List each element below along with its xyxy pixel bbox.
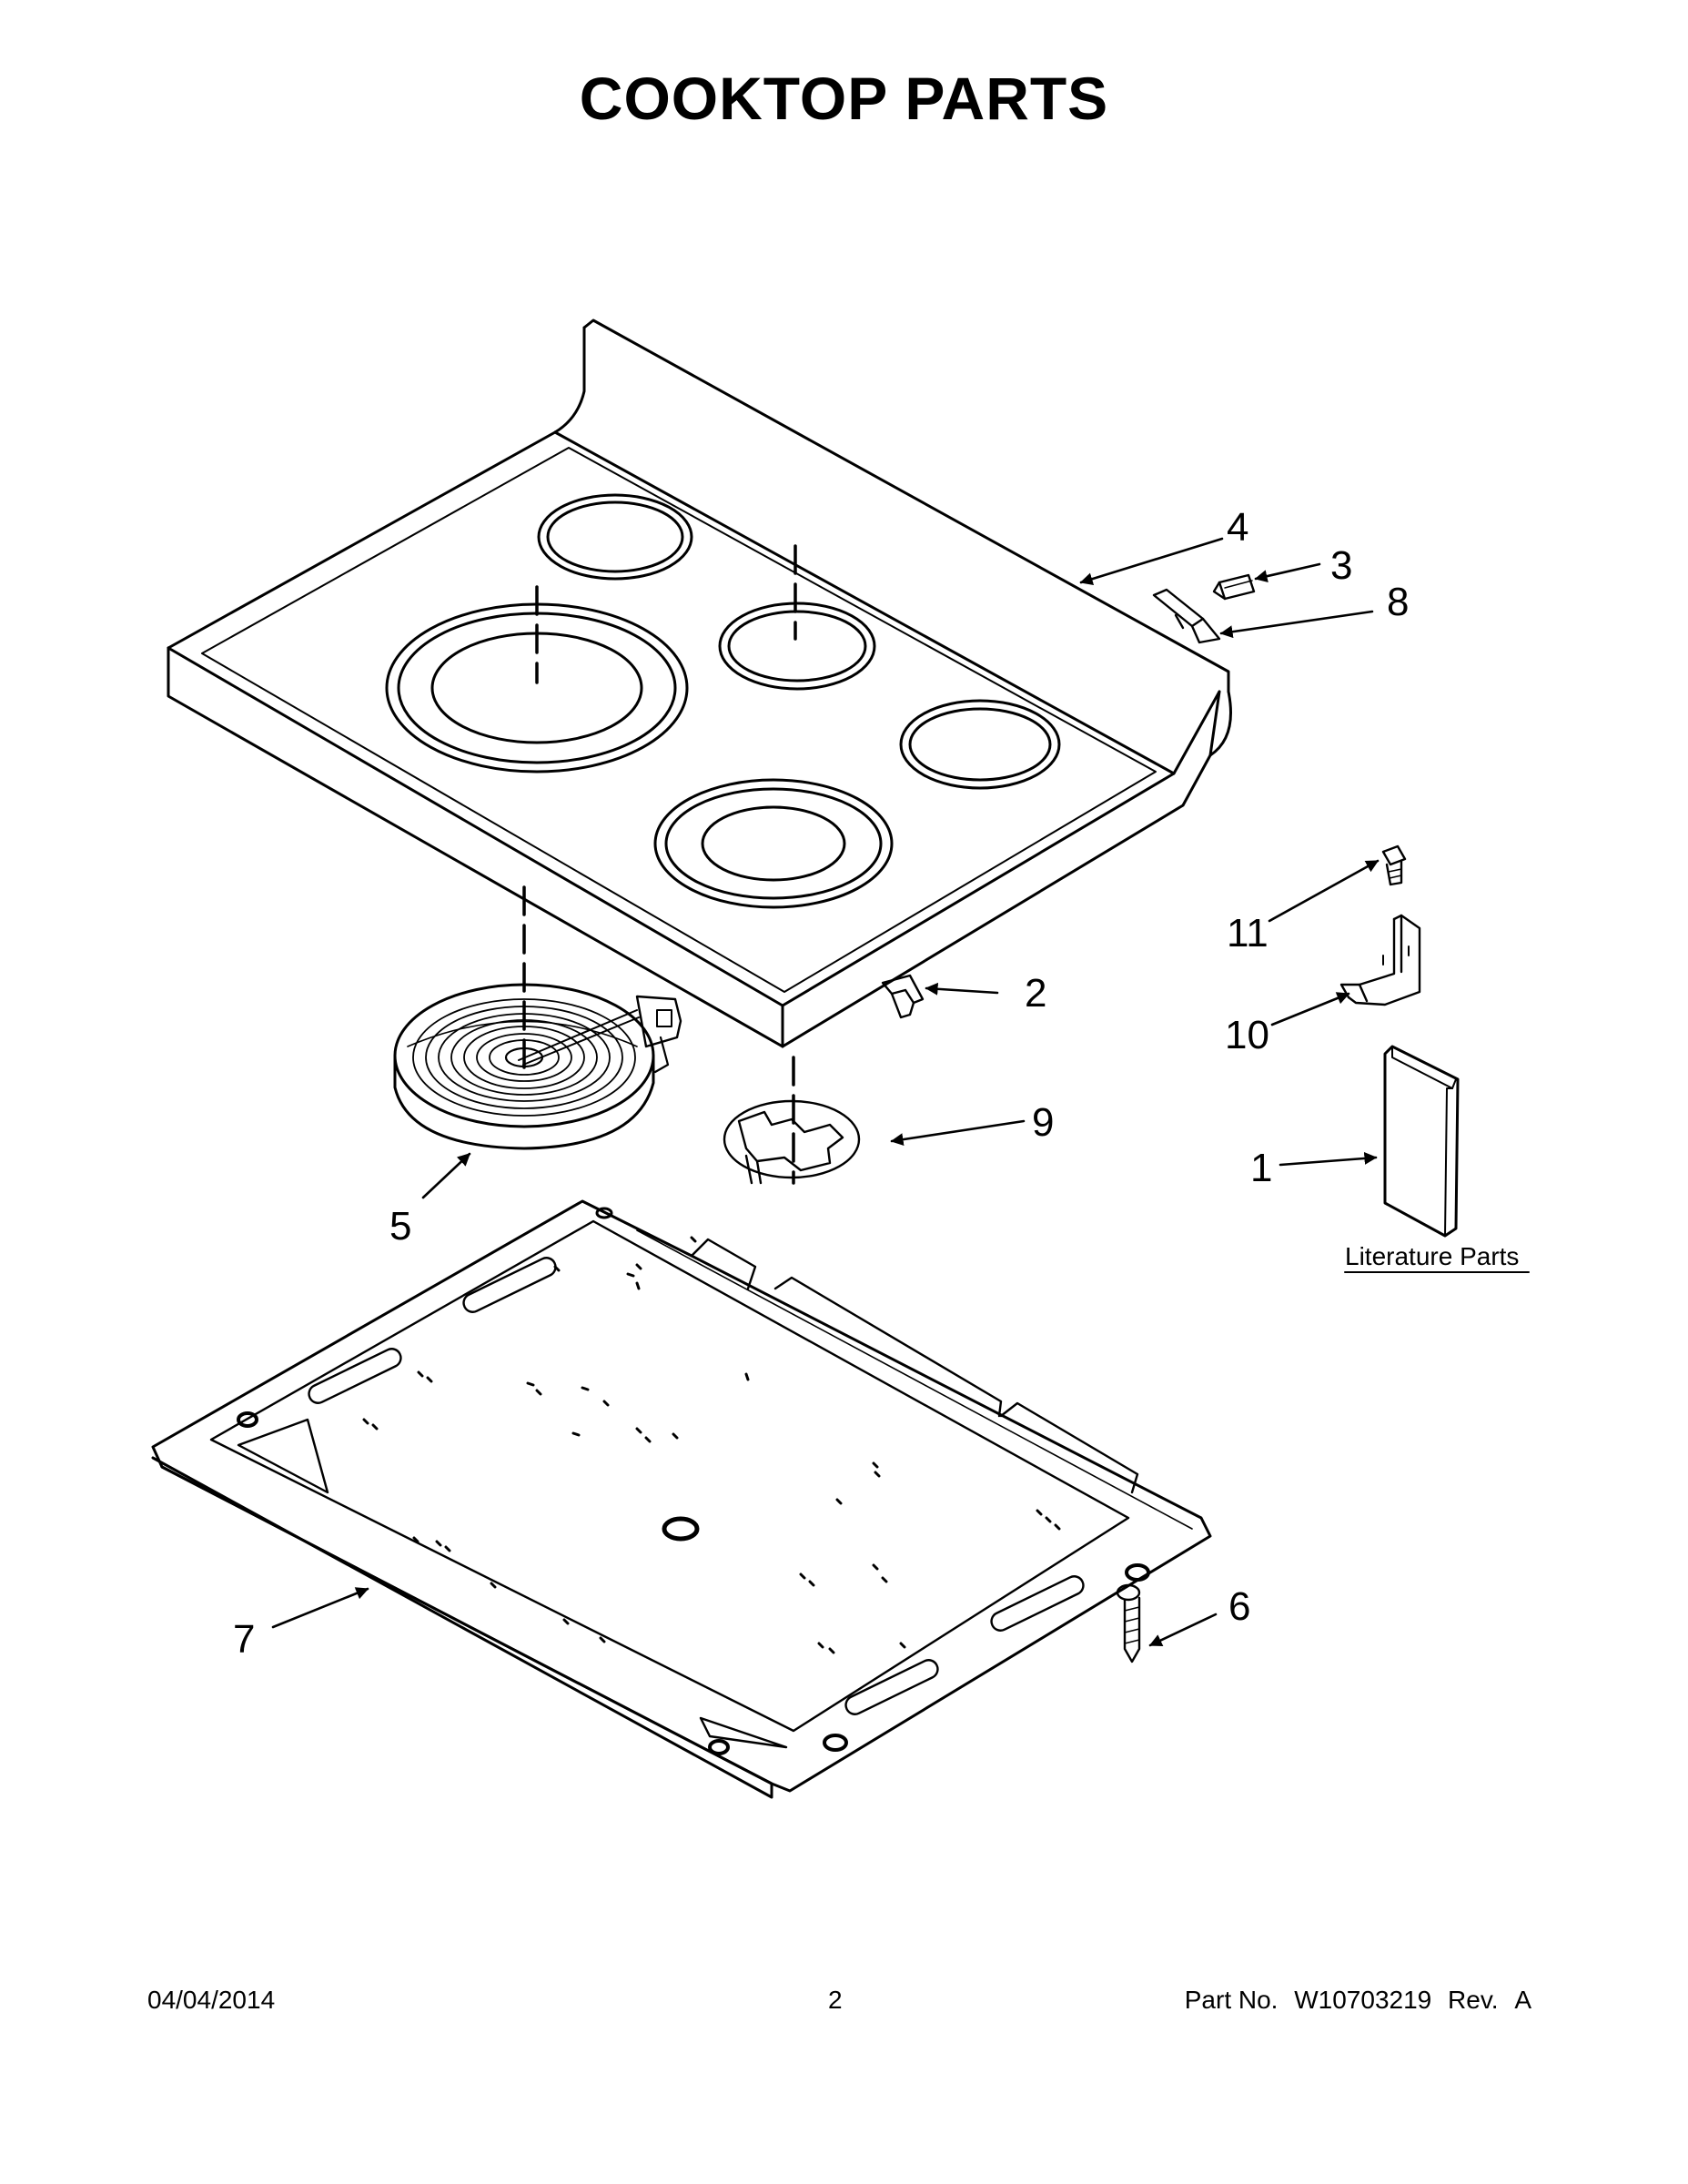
screw-part-3 [1212, 573, 1256, 601]
part-number-label: Part No. [1184, 1986, 1279, 2014]
callout-7: 7 [233, 1617, 255, 1662]
leader-arrows [271, 537, 1380, 1647]
surface-element [393, 983, 682, 1150]
revision-value: A [1514, 1986, 1531, 2014]
callout-9: 9 [1032, 1100, 1054, 1145]
callout-2: 2 [1025, 971, 1046, 1016]
callout-10: 10 [1225, 1013, 1269, 1057]
callout-6: 6 [1228, 1584, 1250, 1629]
screw-part-6 [1116, 1583, 1141, 1663]
bracket-part-10 [1339, 914, 1421, 1006]
callout-4: 4 [1227, 505, 1248, 550]
screw-part-11 [1381, 844, 1407, 886]
callout-5: 5 [389, 1204, 411, 1249]
cooktop-glass [167, 318, 1232, 1048]
callout-1: 1 [1250, 1146, 1272, 1190]
literature-parts-label: Literature Parts [1345, 1242, 1519, 1270]
hold-down-bracket [1152, 588, 1221, 644]
footer-page-number: 2 [828, 1986, 843, 2014]
page-title: COOKTOP PARTS [579, 65, 1109, 132]
revision-label: Rev. [1448, 1986, 1499, 2014]
part-number-value: W10703219 [1294, 1986, 1432, 2014]
main-top-burner-box [151, 1199, 1212, 1799]
footer-part-info: Part No. W10703219 Rev. A [1176, 1986, 1531, 2015]
cooktop-burner-rings [385, 493, 1061, 909]
callout-3: 3 [1330, 543, 1352, 588]
callout-8: 8 [1387, 580, 1409, 624]
callout-11: 11 [1227, 911, 1269, 956]
clip-part [881, 974, 925, 1019]
element-bracket [723, 1099, 861, 1185]
footer-date: 04/04/2014 [147, 1986, 276, 2014]
literature-book [1383, 1045, 1460, 1238]
